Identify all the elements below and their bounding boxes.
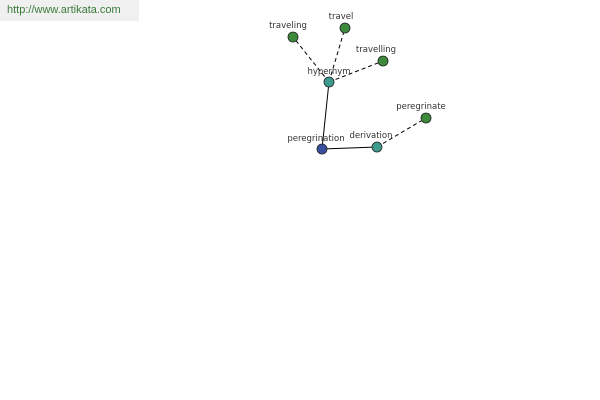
node-peregrinate[interactable] [420, 112, 432, 124]
node-peregrination[interactable] [316, 143, 328, 155]
edge-derivation-peregrinate [376, 117, 427, 148]
edge-hypernym-travelling [328, 60, 384, 83]
node-label-hypernym: hypernym [307, 67, 350, 77]
nodes-layer [287, 22, 432, 155]
node-label-travel: travel [329, 12, 354, 22]
node-derivation[interactable] [371, 141, 383, 153]
node-traveling[interactable] [287, 31, 299, 43]
node-label-peregrinate: peregrinate [396, 102, 446, 112]
node-label-peregrination: peregrination [287, 134, 344, 144]
node-label-travelling: travelling [356, 45, 396, 55]
edge-hypernym-traveling [292, 36, 330, 83]
node-label-derivation: derivation [349, 131, 392, 141]
edge-peregrination-derivation [321, 146, 378, 150]
labels-layer: peregrination hypernym derivation traveling… [269, 12, 446, 144]
source-url-link[interactable]: http://www.artikata.com [0, 0, 139, 21]
edge-hypernym-travel [328, 27, 346, 83]
edge-peregrination-hypernym [321, 81, 330, 150]
node-label-traveling: traveling [269, 21, 307, 31]
edges-layer [292, 27, 427, 150]
node-travel[interactable] [339, 22, 351, 34]
node-travelling[interactable] [377, 55, 389, 67]
node-hypernym[interactable] [323, 76, 335, 88]
